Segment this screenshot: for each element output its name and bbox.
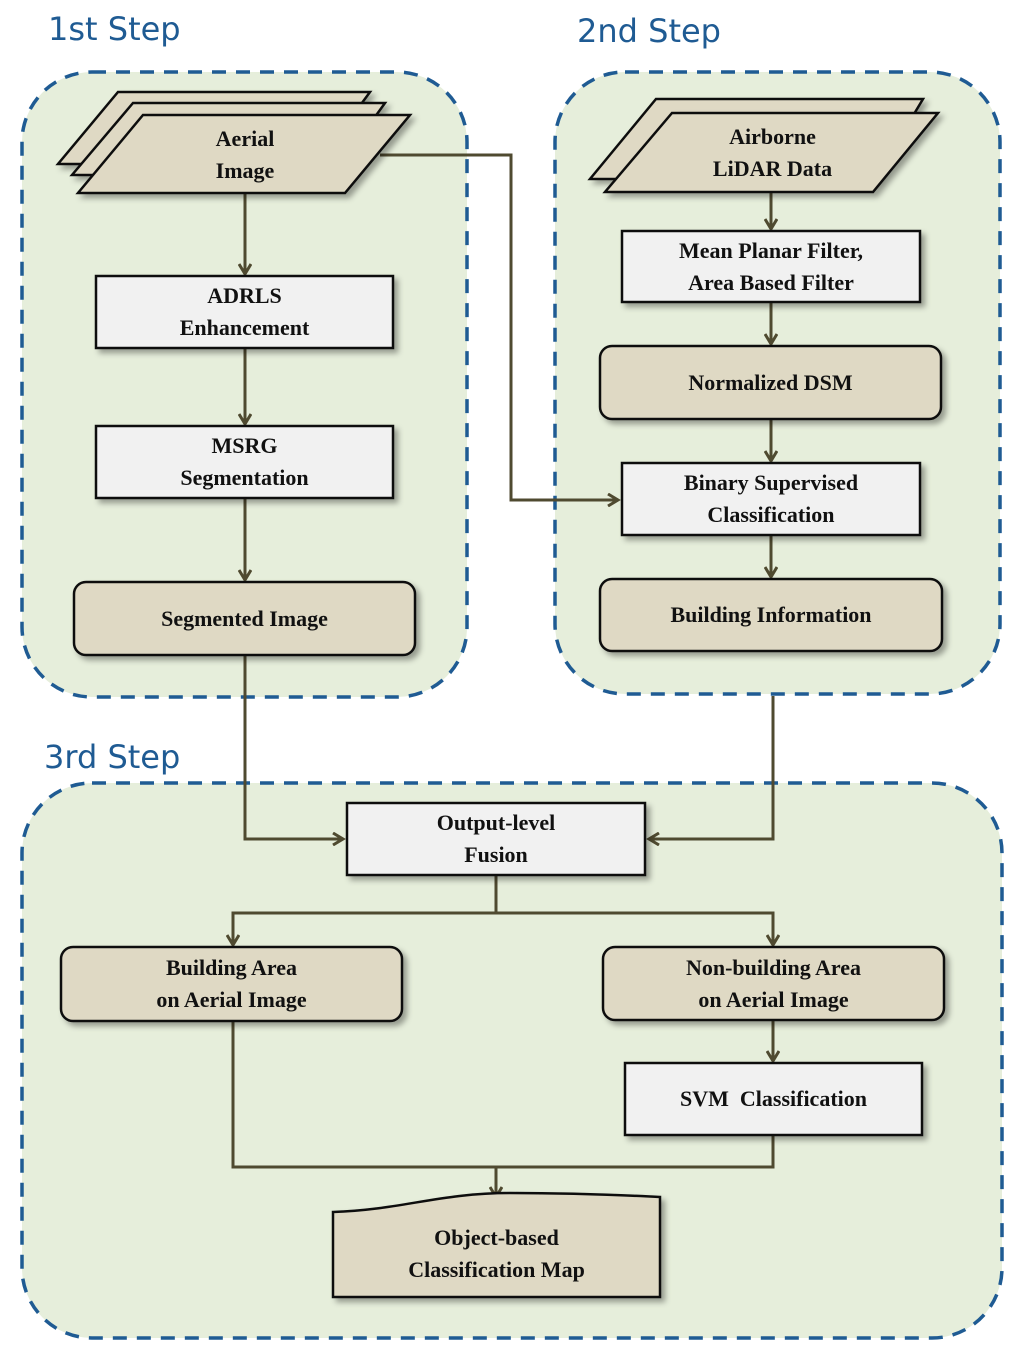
step2-title: 2nd Step: [577, 12, 721, 50]
arrow-aerial-to-binary: [380, 153, 618, 500]
segmented-image-box: [72, 580, 417, 657]
final-map-box: [331, 1191, 662, 1299]
final-map-label: Object-based Classification Map: [408, 1225, 585, 1282]
building-area-label: Building Area on Aerial Image: [156, 955, 307, 1012]
lidar-node: [587, 97, 941, 194]
aerial-image-label: Aerial Image: [215, 126, 275, 183]
step1-title: 1st Step: [48, 10, 181, 48]
filters-box: [620, 229, 922, 304]
svm-box: [623, 1061, 924, 1137]
adrls-box: [94, 274, 395, 350]
building-info-label: Building Information: [670, 602, 872, 627]
binary-class-box: [620, 461, 922, 537]
arrow-fusion-to-building-area: [233, 875, 498, 945]
arrow-segmented-to-fusion: [243, 655, 343, 839]
filters-label: Mean Planar Filter, Area Based Filter: [679, 237, 863, 295]
ndsm-box: [598, 344, 943, 421]
step3-panel: [20, 781, 1004, 1340]
fusion-box: [345, 801, 647, 877]
arrow-fusion-to-nonbuilding-area: [496, 911, 773, 945]
msrg-label: MSRG Segmentation: [180, 433, 309, 490]
arrow-building-area-to-merge: [231, 1021, 775, 1169]
ndsm-label: Normalized DSM: [688, 369, 853, 395]
nonbuilding-area-label: Non-building Area on Aerial Image: [685, 954, 862, 1012]
aerial-image-node: [55, 90, 413, 195]
msrg-box: [94, 424, 395, 500]
step3-title: 3rd Step: [44, 738, 181, 776]
fusion-label: Output-level Fusion: [436, 810, 556, 867]
segmented-image-label: Segmented Image: [161, 605, 328, 631]
adrls-label: ADRLS Enhancement: [179, 283, 310, 340]
nonbuilding-area-box: [601, 945, 946, 1022]
svm-label: SVM Classification: [680, 1086, 867, 1111]
arrow-building-info-to-fusion: [649, 696, 775, 839]
lidar-label: Airborne LiDAR Data: [712, 124, 833, 181]
building-info-box: [598, 577, 944, 653]
building-area-box: [59, 945, 404, 1023]
binary-class-label: Binary Supervised Classification: [683, 470, 859, 527]
